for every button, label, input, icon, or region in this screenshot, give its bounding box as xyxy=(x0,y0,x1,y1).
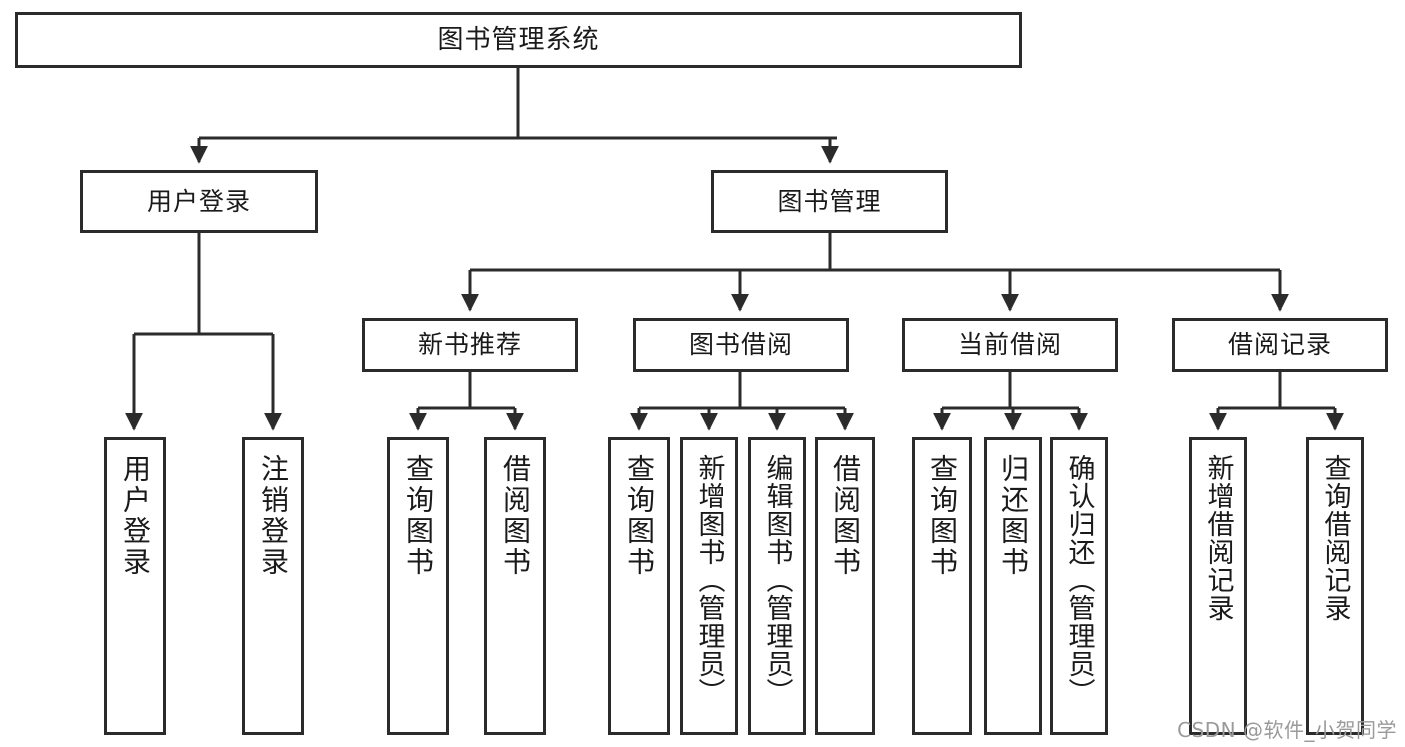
leaf-node[interactable]: 借阅图书 xyxy=(484,437,546,735)
node-label: 借阅图书 xyxy=(829,454,862,578)
node-label: 查询图书 xyxy=(402,454,435,578)
node-label: 图书管理系统 xyxy=(437,24,600,55)
node-label: 图书借阅 xyxy=(688,330,793,360)
node-label: 新书推荐 xyxy=(417,330,522,360)
node-label: 查询图书 xyxy=(926,454,959,578)
leaf-node[interactable]: 查询图书 xyxy=(608,437,670,735)
node-label: 当前借阅 xyxy=(957,330,1062,360)
leaf-node[interactable]: 编辑图书（管理员） xyxy=(748,437,806,735)
leaf-node[interactable]: 新增图书（管理员） xyxy=(680,437,738,735)
node-new-book-recommend[interactable]: 新书推荐 xyxy=(362,318,578,372)
node-label: 图书管理 xyxy=(777,186,882,216)
node-root-system[interactable]: 图书管理系统 xyxy=(15,12,1022,68)
node-label: 归还图书 xyxy=(997,454,1030,578)
node-label: 查询借阅记录 xyxy=(1319,454,1351,622)
leaf-node[interactable]: 确认归还（管理员） xyxy=(1050,437,1108,735)
node-book-management[interactable]: 图书管理 xyxy=(711,170,948,233)
leaf-node[interactable]: 借阅图书 xyxy=(815,437,875,735)
node-label: 用户登录 xyxy=(119,454,152,578)
leaf-node[interactable]: 查询图书 xyxy=(912,437,972,735)
node-label: 编辑图书（管理员） xyxy=(761,454,793,706)
node-label: 用户登录 xyxy=(146,186,251,216)
node-label: 新增图书（管理员） xyxy=(693,454,725,706)
node-user-login[interactable]: 用户登录 xyxy=(80,170,318,233)
leaf-node[interactable]: 新增借阅记录 xyxy=(1189,437,1247,735)
node-label: 查询图书 xyxy=(623,454,656,578)
watermark-text: CSDN @软件_小贺同学 xyxy=(1177,718,1397,742)
node-label: 借阅记录 xyxy=(1227,330,1332,360)
node-current-borrow[interactable]: 当前借阅 xyxy=(902,318,1118,372)
node-label: 借阅图书 xyxy=(499,454,532,578)
leaf-node[interactable]: 查询图书 xyxy=(387,437,449,735)
node-book-borrow[interactable]: 图书借阅 xyxy=(633,318,849,372)
node-label: 新增借阅记录 xyxy=(1202,454,1234,622)
leaf-node[interactable]: 查询借阅记录 xyxy=(1306,437,1364,735)
leaf-node[interactable]: 注销登录 xyxy=(242,437,304,735)
leaf-node[interactable]: 归还图书 xyxy=(984,437,1042,735)
node-borrow-record[interactable]: 借阅记录 xyxy=(1172,318,1388,372)
leaf-node[interactable]: 用户登录 xyxy=(104,437,166,735)
node-label: 确认归还（管理员） xyxy=(1063,454,1095,706)
node-label: 注销登录 xyxy=(257,454,290,578)
